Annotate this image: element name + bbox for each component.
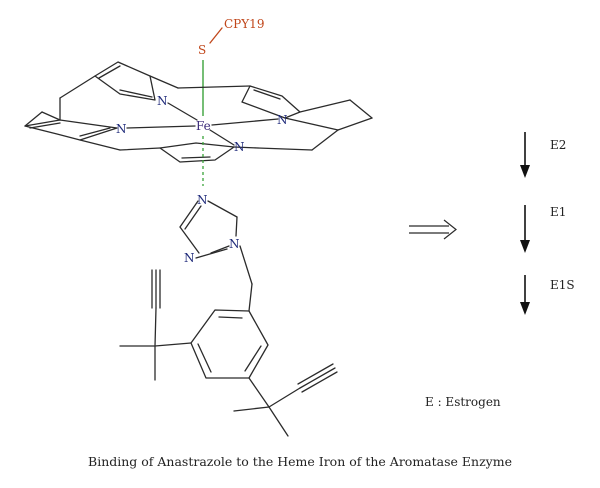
s-cpy-bond [209, 27, 223, 44]
anastrazole-benzene [119, 269, 338, 437]
triazole-n1-label: N [229, 237, 240, 251]
figure-caption: Binding of Anastrazole to the Heme Iron … [88, 454, 512, 469]
nitrogen-label-bottom: N [234, 140, 245, 154]
nitrogen-label-top: N [157, 94, 168, 108]
legend-estrogen: E : Estrogen [425, 395, 501, 409]
marker-e2: E2 [550, 138, 566, 152]
nitrogen-label-left: N [116, 122, 127, 136]
estrogen-arrows: E2 E1 E1S [520, 132, 575, 315]
nitrogen-label-right: N [277, 113, 288, 127]
cpy19-label: CPY19 [224, 17, 264, 31]
triazole-ring: N N N [179, 193, 253, 285]
iron-label: Fe [196, 119, 211, 133]
sulfur-label: S [198, 43, 206, 57]
triazole-n2-label: N [184, 251, 195, 265]
marker-e1s: E1S [550, 278, 575, 292]
heme-porphyrin: N N N N Fe [24, 61, 373, 163]
cysteine-ligand: S CPY19 [198, 17, 264, 57]
marker-e1: E1 [550, 205, 566, 219]
triazole-n4-label: N [197, 193, 208, 207]
implies-arrow [409, 219, 457, 240]
